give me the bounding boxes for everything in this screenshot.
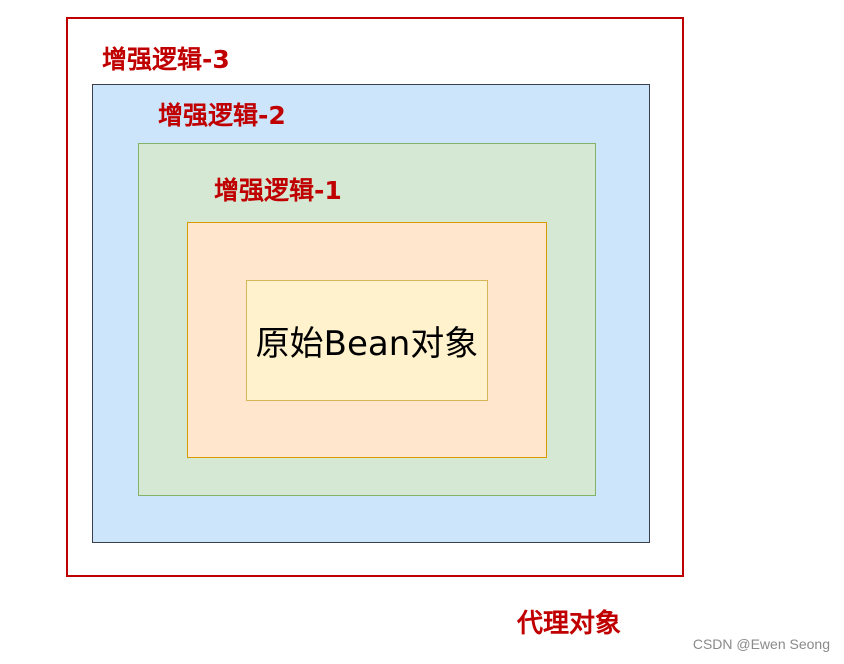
enhance-layer-2-label: 增强逻辑-2 — [158, 101, 286, 130]
enhance-layer-3-label: 增强逻辑-3 — [102, 45, 230, 74]
original-bean-label: 原始Bean对象 — [255, 324, 479, 364]
enhance-layer-1-label: 增强逻辑-1 — [214, 176, 342, 205]
original-bean-box — [246, 280, 488, 401]
proxy-object-label: 代理对象 — [517, 609, 622, 639]
watermark-text: CSDN @Ewen Seong — [692, 636, 830, 652]
